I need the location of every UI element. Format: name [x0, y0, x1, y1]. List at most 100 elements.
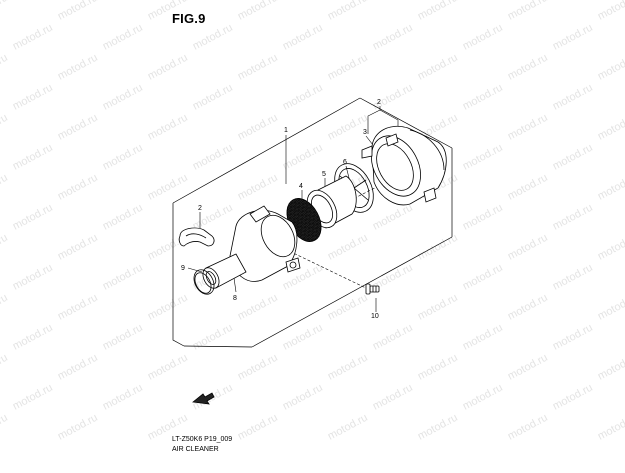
callout-2-top: 2: [377, 99, 381, 106]
watermark-text: motod.ru: [56, 172, 100, 203]
callout-5: 5: [322, 171, 326, 178]
watermark-text: motod.ru: [596, 52, 625, 83]
air-cleaner-housing: [361, 125, 447, 206]
watermark-text: motod.ru: [0, 112, 10, 143]
watermark-text: motod.ru: [101, 142, 145, 173]
watermark-text: motod.ru: [236, 0, 280, 23]
watermark-text: motod.ru: [506, 52, 550, 83]
bolt: [365, 283, 380, 295]
watermark-text: motod.ru: [506, 352, 550, 383]
watermark-text: motod.ru: [326, 112, 370, 143]
watermark-text: motod.ru: [191, 82, 235, 113]
watermark-text: motod.ru: [146, 112, 190, 143]
watermark-text: motod.ru: [11, 142, 55, 173]
figure-title: FIG.9: [172, 11, 206, 26]
watermark-text: motod.ru: [371, 202, 415, 233]
watermark-text: motod.ru: [146, 52, 190, 83]
watermark-text: motod.ru: [236, 412, 280, 443]
watermark-text: motod.ru: [596, 232, 625, 263]
watermark-text: motod.ru: [416, 412, 460, 443]
callout-10: 10: [371, 313, 379, 320]
watermark-text: motod.ru: [11, 82, 55, 113]
watermark-text: motod.ru: [0, 0, 10, 23]
watermark-text: motod.ru: [326, 292, 370, 323]
callout-labels: 1 2 2 3 4 5 6 8 9 10: [181, 99, 381, 320]
watermark-text: motod.ru: [461, 382, 505, 413]
watermark-text: motod.ru: [11, 382, 55, 413]
watermark-text: motod.ru: [146, 352, 190, 383]
watermark-text: motod.ru: [11, 262, 55, 293]
watermark-text: motod.ru: [281, 142, 325, 173]
watermark-text: motod.ru: [596, 172, 625, 203]
watermark-text: motod.ru: [146, 172, 190, 203]
watermark-text: motod.ru: [191, 22, 235, 53]
watermark-text: motod.ru: [551, 382, 595, 413]
watermark-text: motod.ru: [56, 412, 100, 443]
watermark-text: motod.ru: [236, 172, 280, 203]
watermark-text: motod.ru: [416, 292, 460, 323]
watermark-text: motod.ru: [236, 52, 280, 83]
watermark-text: motod.ru: [416, 0, 460, 23]
callout-4: 4: [299, 183, 303, 190]
watermark-text: motod.ru: [236, 292, 280, 323]
watermark-text: motod.ru: [371, 82, 415, 113]
watermark-text: motod.ru: [11, 22, 55, 53]
assembly-outline: [172, 97, 453, 348]
watermark-text: motod.ru: [101, 202, 145, 233]
watermark-text: motod.ru: [101, 322, 145, 353]
watermark-text: motod.ru: [326, 0, 370, 23]
watermark-text: motod.ru: [506, 412, 550, 443]
watermark-text: motod.ru: [56, 52, 100, 83]
watermark-text: motod.ru: [191, 142, 235, 173]
watermark-text: motod.ru: [326, 352, 370, 383]
watermark-text: motod.ru: [596, 352, 625, 383]
part-code: LT-Z50K6 P19_009: [172, 436, 233, 443]
watermark-text: motod.ru: [0, 292, 10, 323]
watermark-text: motod.ru: [416, 352, 460, 383]
watermark-text: motod.ru: [551, 202, 595, 233]
callout-8: 8: [233, 295, 237, 302]
front-direction-arrow-icon: [192, 392, 215, 405]
watermark-text: motod.ru: [0, 412, 10, 443]
watermark-text: motod.ru: [371, 322, 415, 353]
watermark-text: motod.ru: [101, 22, 145, 53]
callout-2-left: 2: [198, 205, 202, 212]
cleaner-cover: [229, 205, 301, 282]
watermark-text: motod.ru: [461, 202, 505, 233]
watermark-text: motod.ru: [101, 262, 145, 293]
callout-1: 1: [284, 127, 288, 134]
watermark-text: motod.ru: [596, 112, 625, 143]
watermark-text: motod.ru: [506, 292, 550, 323]
watermark-text: motod.ru: [326, 52, 370, 83]
watermark-text: motod.ru: [461, 22, 505, 53]
part-name: AIR CLEANER: [172, 446, 219, 453]
watermark-text: motod.ru: [281, 322, 325, 353]
watermark-text: motod.ru: [101, 82, 145, 113]
watermark-text: motod.ru: [326, 412, 370, 443]
watermark-text: motod.ru: [281, 22, 325, 53]
watermark-text: motod.ru: [56, 232, 100, 263]
watermark-text: motod.ru: [236, 352, 280, 383]
watermark-text: motod.ru: [0, 352, 10, 383]
callout-6: 6: [343, 159, 347, 166]
watermark-text: motod.ru: [236, 112, 280, 143]
watermark-text: motod.ru: [191, 322, 235, 353]
watermark-text: motod.ru: [326, 232, 370, 263]
watermark-text: motod.ru: [56, 352, 100, 383]
watermark-text: motod.ru: [506, 232, 550, 263]
watermark-text: motod.ru: [11, 202, 55, 233]
watermark-text: motod.ru: [461, 142, 505, 173]
watermark-text: motod.ru: [596, 0, 625, 23]
watermark-text: motod.ru: [101, 382, 145, 413]
watermark-text: motod.ru: [0, 232, 10, 263]
intake-pipe: [193, 253, 247, 295]
watermark-text: motod.ru: [506, 0, 550, 23]
watermark-text: motod.ru: [551, 142, 595, 173]
watermark-text: motod.ru: [11, 322, 55, 353]
watermark-text: motod.ru: [416, 52, 460, 83]
watermark-text: motod.ru: [56, 0, 100, 23]
watermark-text: motod.ru: [146, 292, 190, 323]
watermark-text: motod.ru: [461, 82, 505, 113]
watermark-text: motod.ru: [371, 22, 415, 53]
